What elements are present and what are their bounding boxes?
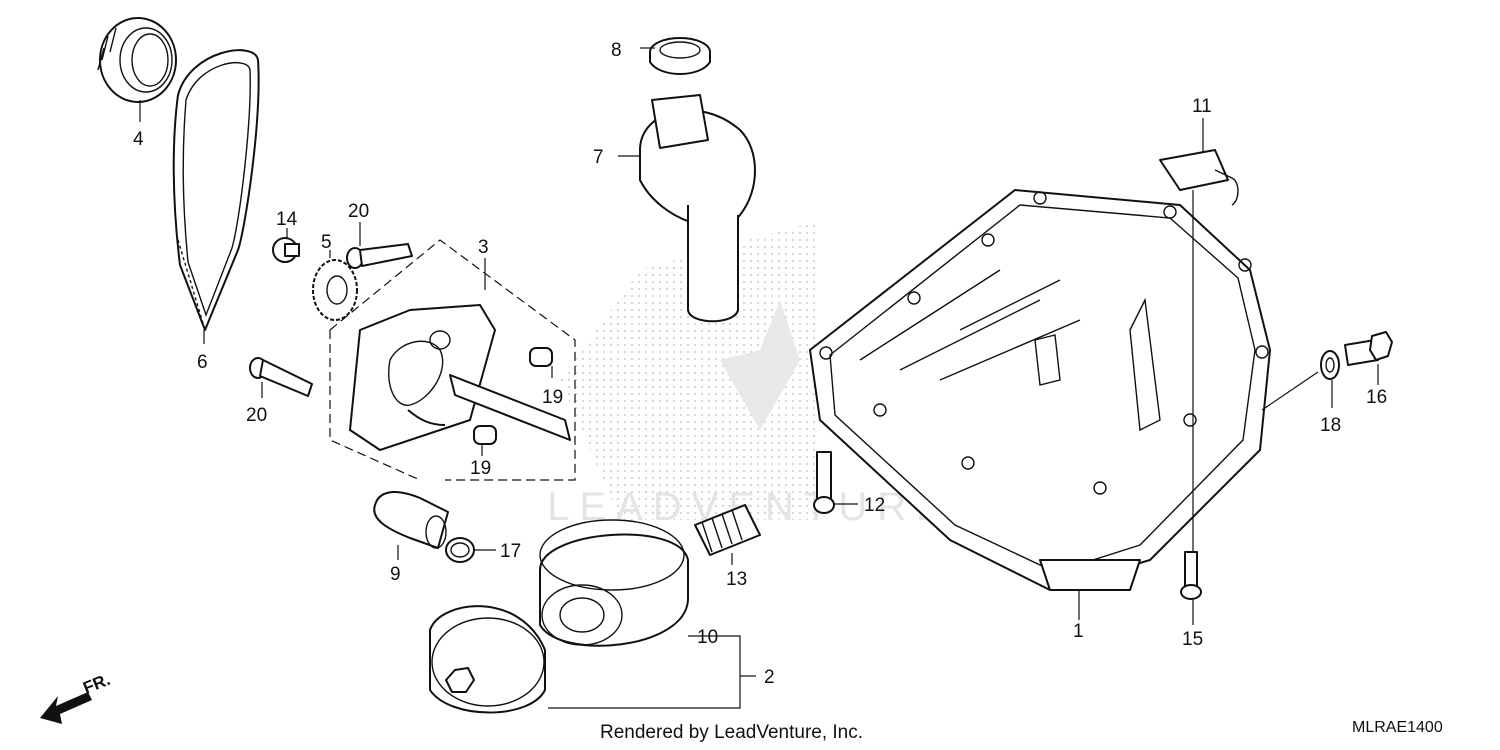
callout-10: 10 [697, 627, 718, 648]
callout-16: 16 [1366, 387, 1387, 408]
relief-valve [373, 491, 449, 549]
o-ring [445, 537, 475, 563]
strainer-cap [649, 37, 711, 75]
leader-lines [139, 47, 1379, 709]
oil-strainer [639, 94, 756, 323]
diagram-code: MLRAE1400 [1352, 719, 1443, 736]
oil-filter-cartridge [539, 519, 689, 647]
callout-20-upper: 20 [348, 201, 369, 222]
flange-bolt-12 [813, 451, 835, 514]
front-direction-arrow: FR. [40, 670, 113, 724]
callout-17: 17 [500, 541, 521, 562]
flange-bolt-lower [249, 357, 313, 397]
callout-11: 11 [1192, 96, 1212, 117]
oil-pump-assembly [329, 239, 576, 481]
filter-bolt [694, 504, 761, 556]
sealing-washer [1320, 350, 1340, 380]
callout-3: 3 [478, 237, 489, 258]
collar-bolt [272, 237, 300, 263]
callout-20-lower: 20 [246, 405, 267, 426]
drain-bolt-15 [1180, 551, 1202, 600]
callout-13: 13 [726, 569, 747, 590]
callout-12: 12 [864, 495, 885, 516]
callout-1: 1 [1073, 621, 1084, 642]
cam-chain [172, 49, 260, 333]
callout-7: 7 [593, 147, 604, 168]
callout-15: 15 [1182, 629, 1203, 650]
callout-19-lower: 19 [470, 458, 491, 479]
callout-8: 8 [611, 40, 622, 61]
callout-19-upper: 19 [542, 387, 563, 408]
callout-6: 6 [197, 352, 208, 373]
flange-bolt-upper [346, 243, 413, 269]
pump-sprocket [312, 259, 358, 321]
callout-labels: 1 2 3 4 5 6 7 8 9 10 11 12 13 14 15 16 1… [133, 40, 1387, 688]
oil-filter-housing [429, 605, 546, 714]
footer-credit: Rendered by LeadVenture, Inc. [600, 722, 863, 743]
oil-pan [809, 189, 1271, 591]
direction-label: FR. [80, 670, 113, 698]
dowel-pin-upper [529, 347, 553, 367]
callout-4: 4 [133, 129, 144, 150]
callout-9: 9 [390, 564, 401, 585]
callout-14: 14 [276, 209, 298, 230]
dowel-pin-lower [473, 425, 497, 445]
callout-5: 5 [321, 232, 332, 253]
callout-18: 18 [1320, 415, 1341, 436]
drain-bolt-16 [1344, 331, 1393, 366]
watermark: LEADVENTURE [547, 220, 943, 529]
callout-2: 2 [764, 667, 775, 688]
drive-sprocket [97, 17, 177, 103]
wire-bracket [1159, 149, 1239, 206]
